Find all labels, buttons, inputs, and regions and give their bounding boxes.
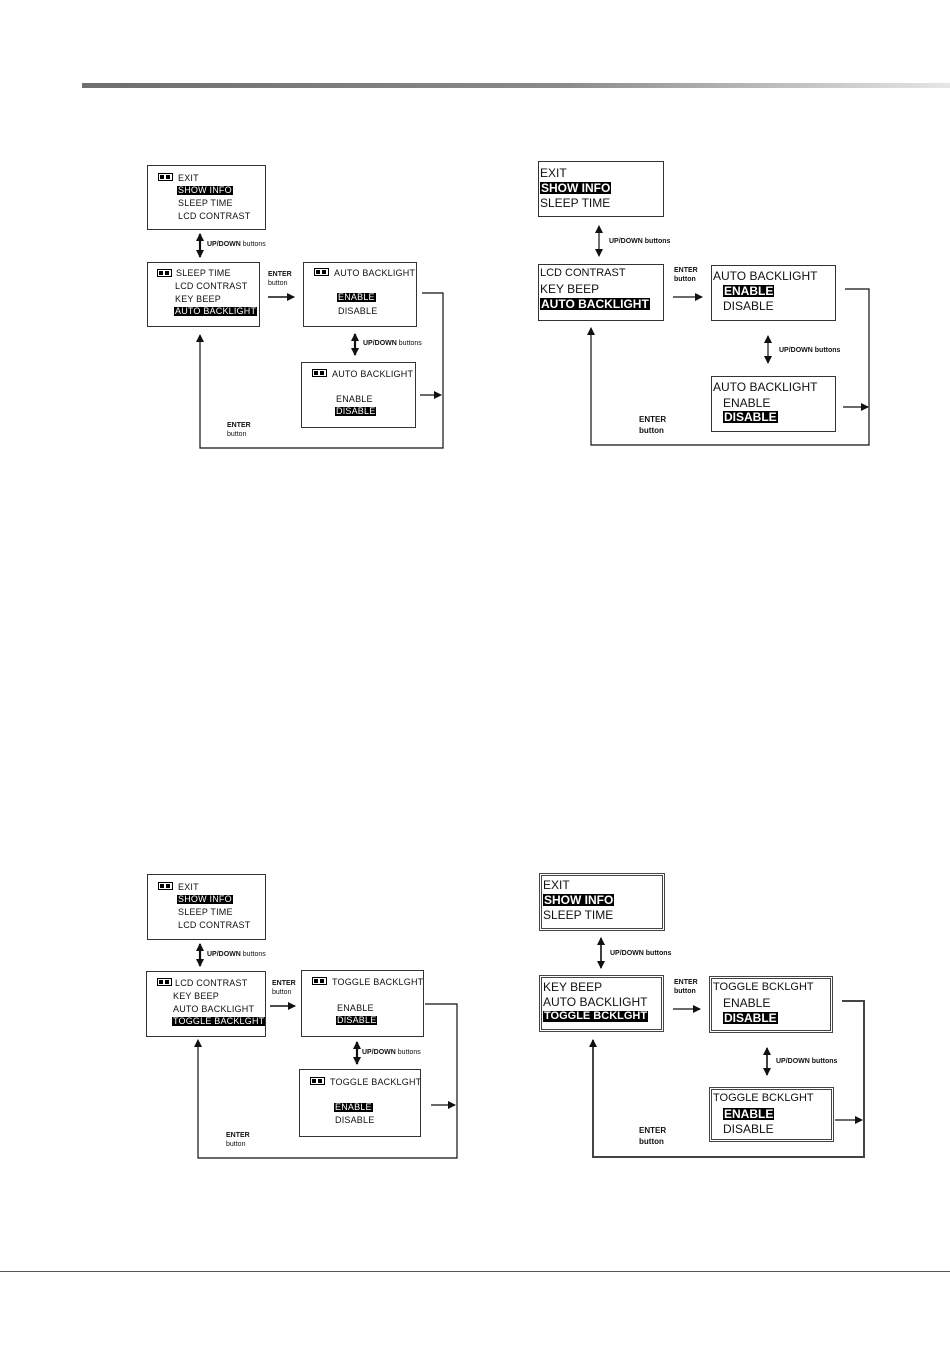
menu-item-key-beep: KEY BEEP <box>173 991 219 1001</box>
screen-title: AUTO BACKLIGHT <box>713 380 818 394</box>
menu-item-show-info-selected: SHOW INFO <box>177 185 233 195</box>
menu-item-show-info-selected: SHOW INFO <box>177 894 233 904</box>
option-disable-selected: DISABLE <box>723 1011 778 1025</box>
screen-main-menu: EXIT SHOW INFO SLEEP TIME LCD CONTRAST <box>147 165 266 230</box>
screen-title: TOGGLE BCKLGHT <box>713 1092 814 1104</box>
menu-item-auto-backlight-selected: AUTO BACKLIGHT <box>174 306 258 316</box>
option-disable-selected: DISABLE <box>335 406 377 416</box>
screen-toggle-backlight-enable: TOGGLE BACKLGHT ENABLE DISABLE <box>299 1069 421 1137</box>
menu-item-show-info-selected: SHOW INFO <box>540 181 612 195</box>
screen-submenu: LCD CONTRAST KEY BEEP AUTO BACKLIGHT <box>538 264 664 321</box>
option-enable: ENABLE <box>723 396 771 410</box>
screen-submenu: LCD CONTRAST KEY BEEP AUTO BACKLIGHT TOG… <box>146 971 266 1037</box>
menu-item-auto-backlight-selected: AUTO BACKLIGHT <box>540 297 650 311</box>
screen-submenu: KEY BEEP AUTO BACKLIGHT TOGGLE BCKLGHT <box>539 975 664 1032</box>
screen-title: AUTO BACKLIGHT <box>332 369 414 379</box>
menu-item-sleep-time: SLEEP TIME <box>178 198 233 208</box>
menu-item-show-info-selected: SHOW INFO <box>543 893 615 907</box>
menu-item-auto-backlight: AUTO BACKLIGHT <box>543 995 648 1009</box>
battery-icon <box>158 173 173 181</box>
menu-item-exit: EXIT <box>543 878 570 892</box>
screen-auto-backlight-enable: AUTO BACKLIGHT ENABLE DISABLE <box>303 262 417 327</box>
battery-icon <box>314 268 329 276</box>
screen-auto-backlight-enable: AUTO BACKLIGHT ENABLE DISABLE <box>711 265 836 321</box>
option-enable: ENABLE <box>336 394 373 404</box>
header-rule <box>82 83 950 88</box>
updown-label: UP/DOWN buttons <box>207 951 266 958</box>
menu-item-toggle-backlight-selected: TOGGLE BACKLGHT <box>172 1016 266 1026</box>
updown-label: UP/DOWN buttons <box>609 238 671 245</box>
return-path-d2 <box>587 288 870 446</box>
menu-item-key-beep: KEY BEEP <box>543 980 603 994</box>
screen-main-menu: EXIT SHOW INFO SLEEP TIME <box>539 873 665 931</box>
updown-label: UP/DOWN buttons <box>779 347 841 354</box>
menu-item-lcd-contrast: LCD CONTRAST <box>178 920 251 930</box>
menu-item-lcd-contrast: LCD CONTRAST <box>540 267 626 279</box>
menu-item-toggle-backlight-selected: TOGGLE BCKLGHT <box>543 1010 649 1022</box>
option-disable: DISABLE <box>335 1115 375 1125</box>
menu-item-auto-backlight: AUTO BACKLIGHT <box>173 1004 255 1014</box>
updown-label: UP/DOWN buttons <box>207 241 266 248</box>
battery-icon <box>157 978 172 986</box>
return-path-d1 <box>196 292 444 449</box>
menu-item-exit: EXIT <box>178 173 199 183</box>
screen-main-menu: EXIT SHOW INFO SLEEP TIME <box>538 161 664 217</box>
screen-title: TOGGLE BCKLGHT <box>713 981 814 993</box>
option-enable-selected: ENABLE <box>723 284 775 298</box>
updown-label: UP/DOWN buttons <box>776 1058 838 1065</box>
updown-label: UP/DOWN buttons <box>362 1049 421 1056</box>
updown-label: UP/DOWN buttons <box>610 950 672 957</box>
option-disable: DISABLE <box>723 1122 774 1136</box>
battery-icon <box>310 1077 325 1085</box>
option-enable: ENABLE <box>337 1003 374 1013</box>
menu-item-exit: EXIT <box>178 882 199 892</box>
screen-submenu: SLEEP TIME LCD CONTRAST KEY BEEP AUTO BA… <box>147 262 260 327</box>
screen-toggle-backlight-disable: TOGGLE BCKLGHT ENABLE DISABLE <box>709 976 833 1033</box>
option-disable-selected: DISABLE <box>336 1015 378 1025</box>
option-enable-selected: ENABLE <box>334 1102 373 1112</box>
menu-item-lcd-contrast: LCD CONTRAST <box>178 211 251 221</box>
screen-title: AUTO BACKLIGHT <box>334 268 416 278</box>
screen-toggle-backlight-disable: TOGGLE BACKLGHT ENABLE DISABLE <box>301 970 424 1037</box>
menu-item-sleep-time: SLEEP TIME <box>176 268 231 278</box>
menu-item-sleep-time: SLEEP TIME <box>543 908 614 922</box>
option-enable-selected: ENABLE <box>723 1107 775 1121</box>
option-disable: DISABLE <box>338 306 378 316</box>
battery-icon <box>312 977 327 985</box>
screen-auto-backlight-disable: AUTO BACKLIGHT ENABLE DISABLE <box>711 376 836 432</box>
menu-item-sleep-time: SLEEP TIME <box>540 196 611 210</box>
screen-title: TOGGLE BACKLGHT <box>332 977 424 987</box>
menu-item-sleep-time: SLEEP TIME <box>178 907 233 917</box>
menu-item-exit: EXIT <box>540 166 567 180</box>
option-enable: ENABLE <box>723 996 771 1010</box>
screen-main-menu: EXIT SHOW INFO SLEEP TIME LCD CONTRAST <box>147 874 266 940</box>
return-path-d4 <box>589 1000 865 1158</box>
return-path-d3 <box>194 1003 458 1159</box>
menu-item-key-beep: KEY BEEP <box>540 282 600 296</box>
screen-auto-backlight-disable: AUTO BACKLIGHT ENABLE DISABLE <box>301 362 416 428</box>
menu-item-lcd-contrast: LCD CONTRAST <box>175 281 248 291</box>
screen-title: TOGGLE BACKLGHT <box>330 1077 422 1087</box>
footer-rule <box>0 1271 950 1272</box>
screen-toggle-backlight-enable: TOGGLE BCKLGHT ENABLE DISABLE <box>709 1087 834 1142</box>
battery-icon <box>158 882 173 890</box>
battery-icon <box>312 369 327 377</box>
option-disable-selected: DISABLE <box>723 410 778 424</box>
menu-item-lcd-contrast: LCD CONTRAST <box>175 978 248 988</box>
menu-item-key-beep: KEY BEEP <box>175 294 221 304</box>
option-disable: DISABLE <box>723 299 774 313</box>
screen-title: AUTO BACKLIGHT <box>713 269 818 283</box>
option-enable-selected: ENABLE <box>337 292 376 302</box>
battery-icon <box>157 269 172 277</box>
updown-label: UP/DOWN buttons <box>363 340 422 347</box>
